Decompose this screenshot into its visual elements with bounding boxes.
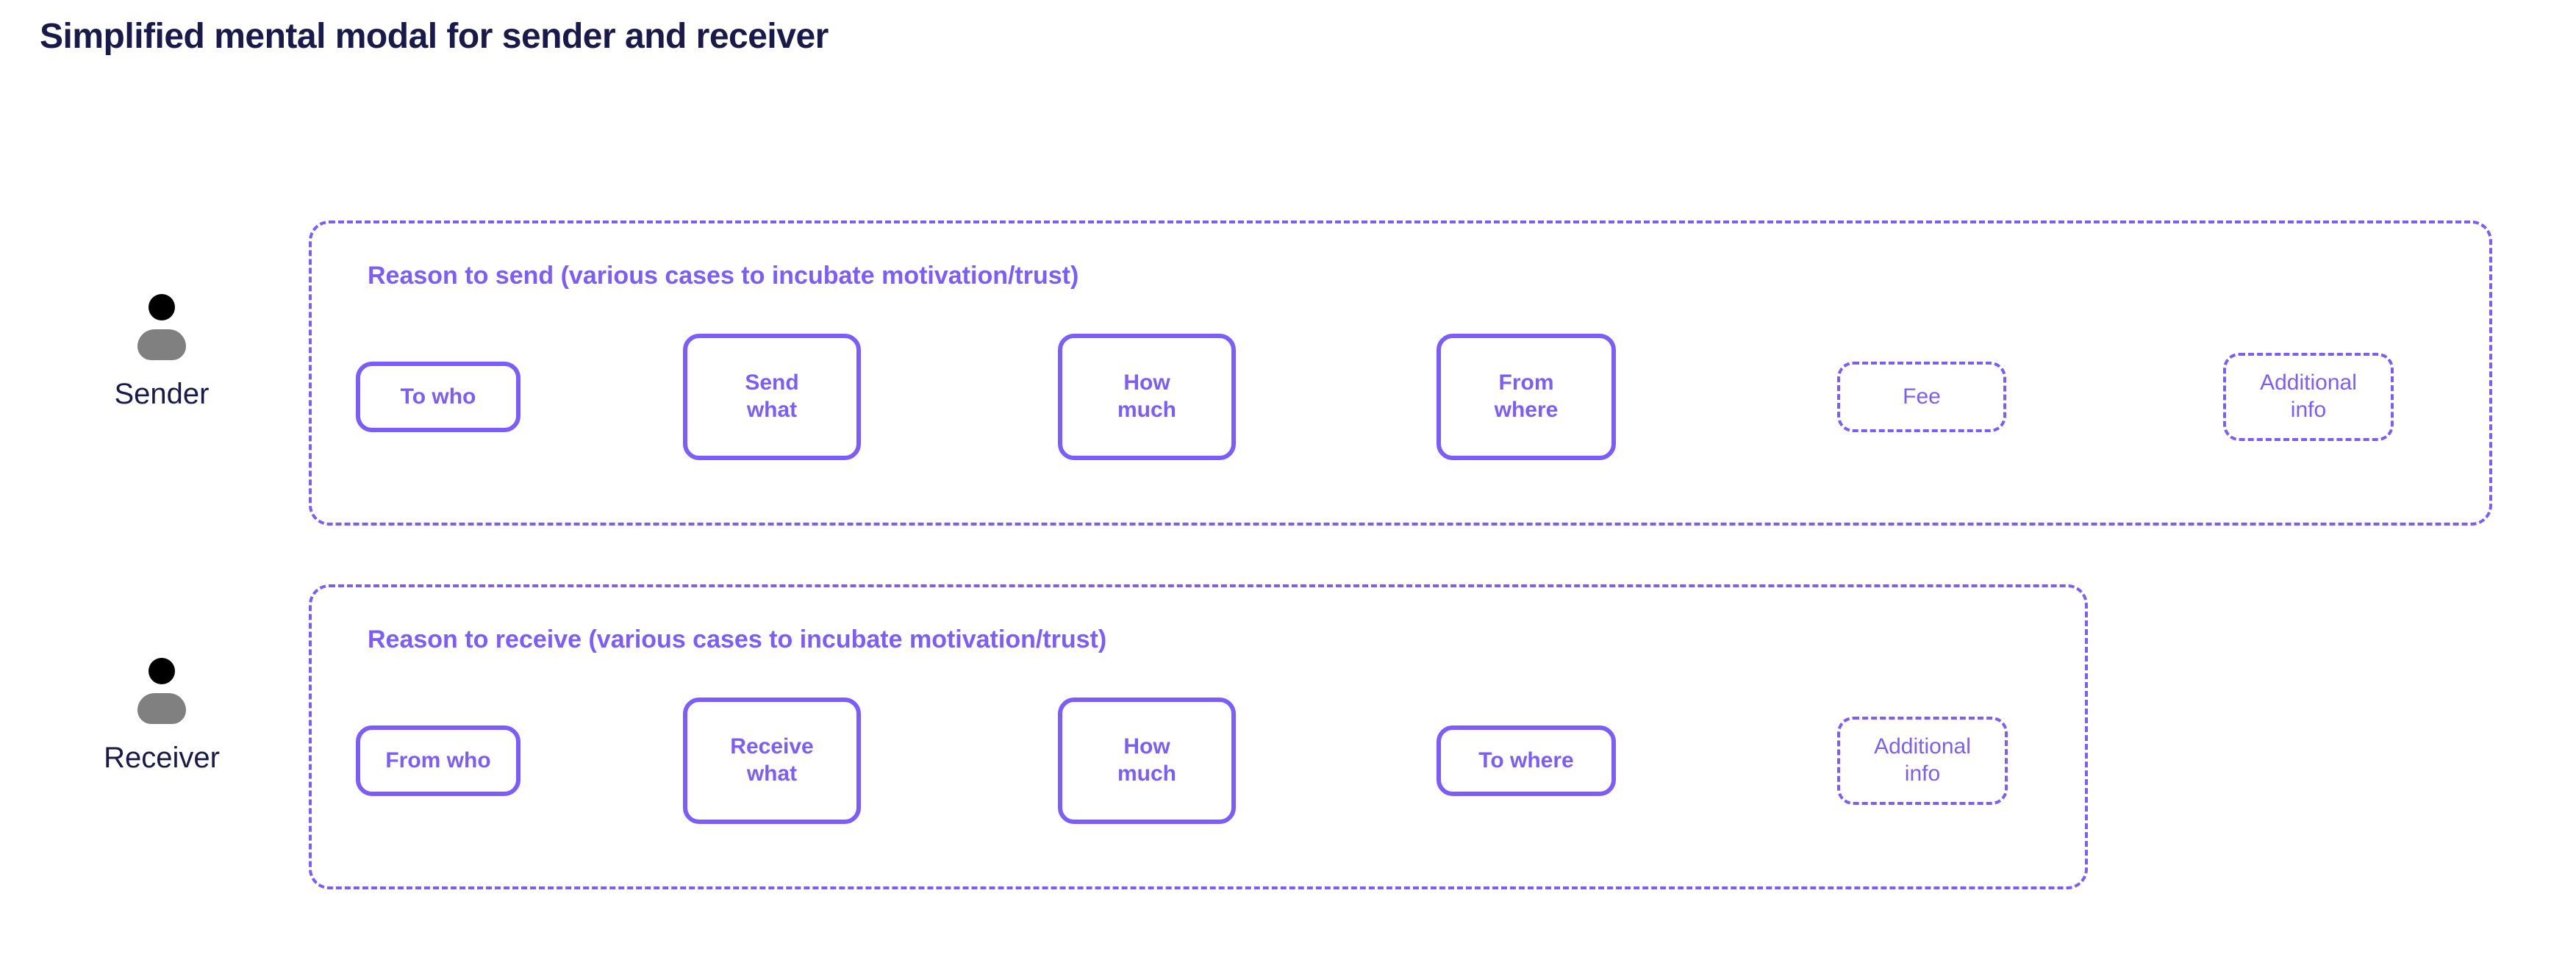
card-to-where[interactable]: To where	[1437, 725, 1616, 796]
person-icon-body	[137, 693, 186, 724]
person-icon	[96, 658, 228, 728]
card-label: How much	[1117, 370, 1176, 422]
card-receive-what[interactable]: Receive what	[683, 698, 861, 824]
card-label: Receive what	[730, 734, 814, 786]
card-how-much[interactable]: How much	[1058, 698, 1236, 824]
card-from-where[interactable]: From where	[1437, 334, 1616, 460]
card-label: From who	[385, 748, 491, 773]
card-how-much[interactable]: How much	[1058, 334, 1236, 460]
page-title: Simplified mental modal for sender and r…	[40, 17, 829, 56]
card-label: From where	[1494, 370, 1559, 422]
actor-sender: Sender	[96, 294, 228, 411]
card-from-who[interactable]: From who	[356, 725, 520, 796]
card-to-who[interactable]: To who	[356, 362, 520, 432]
card-fee[interactable]: Fee	[1837, 362, 2006, 432]
person-icon-head	[149, 658, 175, 684]
card-label: To where	[1478, 748, 1574, 773]
card-label: Send what	[745, 370, 799, 422]
card-additional-info[interactable]: Additional info	[1837, 717, 2008, 805]
group-title: Reason to receive (various cases to incu…	[368, 626, 1107, 653]
card-label: How much	[1117, 734, 1176, 786]
card-label: To who	[400, 384, 476, 409]
person-icon	[96, 294, 228, 365]
group-title: Reason to send (various cases to incubat…	[368, 262, 1079, 290]
person-icon-head	[149, 294, 175, 320]
card-send-what[interactable]: Send what	[683, 334, 861, 460]
group-container-receiver: Reason to receive (various cases to incu…	[309, 584, 2088, 889]
card-label: Fee	[1903, 384, 1941, 409]
card-label: Additional info	[1874, 734, 1971, 786]
card-additional-info[interactable]: Additional info	[2223, 353, 2394, 441]
actor-label: Receiver	[104, 742, 220, 774]
card-list: To who Send what How much From where Fee Addi…	[312, 334, 2489, 488]
group-container-sender: Reason to send (various cases to incubat…	[309, 221, 2492, 526]
person-icon-body	[137, 329, 186, 360]
card-label: Additional info	[2260, 370, 2357, 422]
actor-receiver: Receiver	[96, 658, 228, 775]
card-list: From who Receive what How much To where Addi…	[312, 698, 2085, 852]
actor-label: Sender	[114, 378, 210, 410]
